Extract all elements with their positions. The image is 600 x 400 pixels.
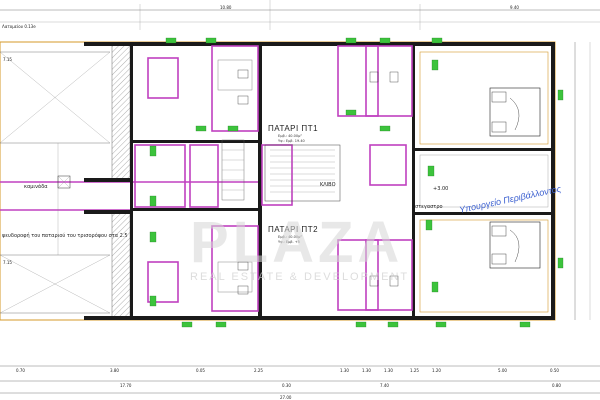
bottom-dim-11: 0.50	[550, 368, 559, 373]
ceiling-note: ψευδοροφή του παταριού του τρισορόφου στ…	[2, 232, 128, 239]
shaft-label: ΚΛΙΒΟ	[320, 182, 336, 188]
ministry-overlay-text: Υπουργείο Περιβάλλοντος	[458, 183, 562, 214]
top-corner-note: Λατομείου 0.13e	[2, 24, 36, 29]
bottom-dim-10: 5.00	[498, 368, 507, 373]
lower-room-area: Εμβ.: 40.00μ²	[278, 235, 302, 239]
lower-partitions	[147, 219, 549, 313]
bottom-dim-7: 1.30	[384, 368, 393, 373]
bottom-overall: 27.00	[280, 395, 292, 400]
right-dimensions	[574, 42, 591, 320]
building-walls	[84, 42, 555, 320]
top-dim-left: 10.80	[220, 5, 232, 10]
lower-room-height: Υψ.: Εμβ. +5	[278, 240, 300, 244]
chimney-box	[57, 175, 71, 189]
staircase	[221, 139, 341, 202]
bottom-dim-6: 1.30	[362, 368, 371, 373]
level-mark: +3.00	[433, 186, 448, 192]
bottom-total-end: 0.80	[552, 383, 561, 388]
bottom-dim-5: 1.30	[340, 368, 349, 373]
bottom-dimensions: 0.70 3.80 0.05 2.25 1.30 1.30 1.30 1.25 …	[0, 365, 600, 400]
bottom-dim-4: 2.25	[254, 368, 263, 373]
chimney-label: καμινάδα	[24, 183, 48, 190]
top-dim-right: 9.40	[510, 5, 519, 10]
upper-room-title: ΠΑΤΑΡΙ ΠΤ1	[268, 124, 318, 133]
upper-room-area: Εμβ.: 40.00μ²	[278, 134, 302, 138]
bed-upper	[489, 87, 541, 137]
left-dim-top: 7.15	[3, 57, 12, 62]
bottom-dim-1: 0.70	[16, 368, 25, 373]
bottom-dim-3: 0.05	[196, 368, 205, 373]
bed-lower	[489, 221, 541, 269]
bottom-dim-8: 1.25	[410, 368, 419, 373]
window-markers	[149, 37, 564, 328]
watermark-logo: PLAZA	[190, 210, 403, 275]
left-dim-bottom: 7.15	[3, 260, 12, 265]
bottom-dim-9: 1.20	[432, 368, 441, 373]
sanitary-fixtures	[237, 69, 399, 295]
watermark-tagline: REAL ESTATE & DEVELOPMENT	[190, 271, 409, 283]
bottom-total-mid: 0.30	[282, 383, 291, 388]
top-dimensions: 10.80 9.40 Λατομείου 0.13e	[0, 0, 600, 30]
lower-room-title: ΠΑΤΑΡΙ ΠΤ2	[268, 225, 318, 234]
bottom-total-left: 17.70	[120, 383, 132, 388]
bottom-total-right: 7.40	[380, 383, 389, 388]
terrace-label: στεγαστρο	[415, 204, 443, 210]
bottom-dim-2: 3.80	[110, 368, 119, 373]
upper-room-height: Υψ.: Εμβ. 19.40	[278, 139, 305, 143]
